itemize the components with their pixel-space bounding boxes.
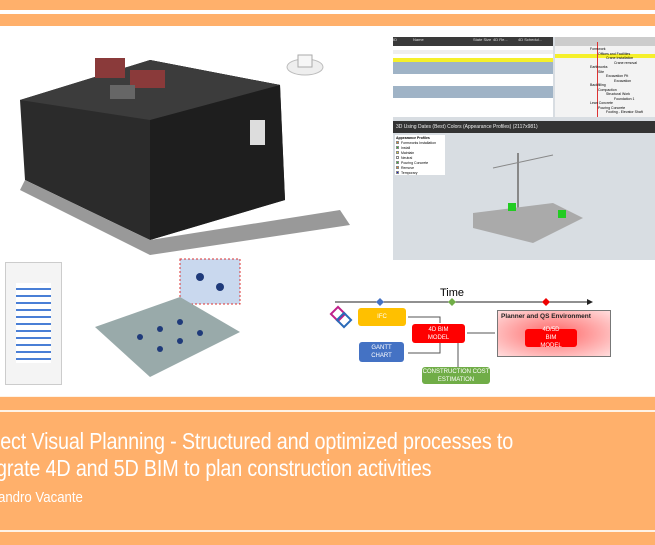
col-size: State Size (473, 37, 492, 42)
legend-swatch (396, 171, 399, 174)
legend-swatch (396, 151, 399, 154)
legend-item: Install (396, 145, 444, 150)
divider (0, 396, 655, 397)
divider (0, 530, 655, 532)
legend-item: Formworks Installation (396, 140, 444, 145)
appearance-legend: Appearance Profiles Formworks Installati… (395, 135, 445, 175)
gantt-task: Crane removal (614, 60, 637, 65)
legend-label: Remove (401, 165, 415, 170)
gantt-task: Excavation (614, 78, 632, 83)
4d-bim-box: 4D BIM MODEL (412, 324, 465, 343)
legend-item: Maintain (396, 150, 444, 155)
cost-box: CONSTRUCTION COST ESTIMATION (422, 367, 490, 384)
legend-item: Pouring Concrete (396, 160, 444, 165)
legend-swatch (396, 161, 399, 164)
legend-swatch (396, 146, 399, 149)
gantt-task: Formwork (590, 47, 606, 51)
legend-label: Formworks Installation (401, 140, 437, 145)
gantt-task: Earthworks (590, 65, 608, 69)
legend-label: Neutral (401, 155, 413, 160)
env-title: Planner and QS Environment (501, 313, 591, 320)
legend-label: Pouring Concrete (401, 160, 429, 165)
gantt-task: Offices and Facilities (598, 51, 631, 56)
col-id: ID (393, 37, 397, 42)
title-line-2: grate 4D and 5D BIM to plan construction… (0, 455, 432, 481)
time-label: Time (440, 287, 465, 299)
ifc-box: IFC (358, 308, 406, 326)
gantt-task: Foundation 1 (614, 96, 635, 101)
legend-swatch (396, 141, 399, 144)
gantt-task: Compaction (598, 87, 617, 92)
legend-item: Remove (396, 165, 444, 170)
gantt-task: Footing - Elevator Shaft (606, 110, 643, 114)
title-line-1: ject Visual Planning - Structured and op… (0, 428, 514, 454)
gantt-task: Crane Installation (606, 56, 634, 60)
gantt-task: Backfilling (590, 83, 606, 87)
gantt-task: Structural Work (606, 92, 631, 96)
4d5d-bim-box: 4D/5D BIM MODEL (525, 327, 577, 349)
slab-render-image (90, 257, 250, 385)
title-band (0, 396, 655, 545)
divider (0, 410, 655, 412)
legend-item: Temporary (396, 170, 444, 175)
gantt-box: GANTT CHART (359, 342, 404, 362)
top-band-2 (0, 14, 655, 26)
gantt-task: Pouring Concrete (598, 105, 626, 110)
schedule-table: ID Name State Size 4D Re... 4D Schedul..… (393, 37, 553, 117)
element-list-screenshot (5, 262, 62, 385)
legend-label: Maintain (401, 150, 415, 155)
author: andro Vacante (0, 489, 83, 506)
bim-software-screenshot: ID Name State Size 4D Re... 4D Schedul..… (393, 37, 655, 260)
building-render-image (0, 30, 390, 260)
gantt-task: Site (598, 69, 605, 74)
environment-box: Planner and QS Environment 4D/5D BIM MOD… (497, 310, 611, 357)
top-band (0, 0, 655, 10)
legend-label: Temporary (401, 170, 418, 175)
legend-swatch (396, 156, 399, 159)
view-title: 3D Using Dates (Best) Colors (Appearance… (393, 121, 655, 133)
legend-item: Neutral (396, 155, 444, 160)
legend-swatch (396, 166, 399, 169)
col-name: Name (413, 37, 424, 42)
workflow-diagram: Time IFC 4D BIM MODEL GANTT CHART CONSTR… (325, 285, 655, 385)
col-4dre: 4D Re... (493, 37, 508, 42)
ifc-logo-icon (329, 305, 353, 329)
legend-title: Appearance Profiles (396, 136, 430, 140)
gantt-task: Lean Concrete (590, 101, 613, 105)
col-4dsched: 4D Schedul... (518, 37, 543, 42)
legend-label: Install (401, 145, 411, 150)
gantt-task: Excavation Pit (606, 74, 629, 78)
